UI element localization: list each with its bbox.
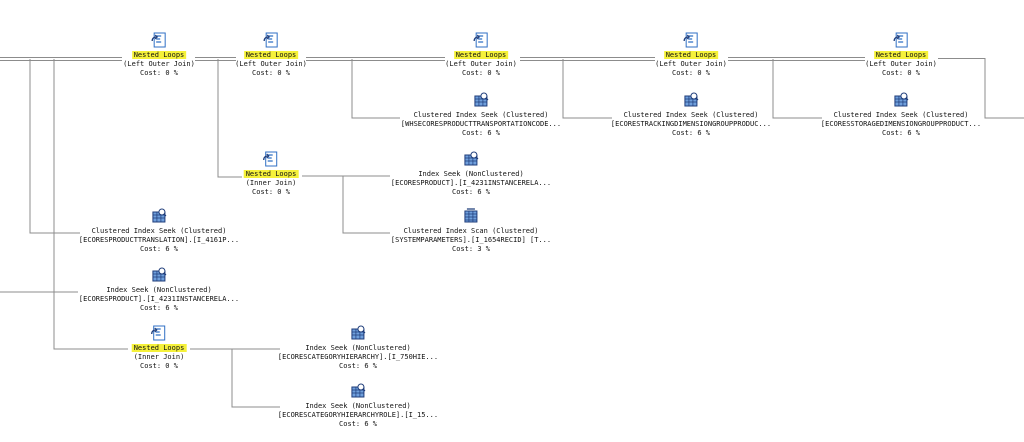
operator-detail: [ECORESCATEGORYHIERARCHYROLE].[I_15... bbox=[277, 411, 439, 420]
operator-cost: Cost: 0 % bbox=[252, 69, 290, 78]
nested-loops-node[interactable]: Nested Loops (Left Outer Join) Cost: 0 % bbox=[865, 32, 937, 79]
index-seek-icon bbox=[350, 383, 366, 402]
index-seek-node[interactable]: Index Seek (NonClustered) [ECORESPRODUCT… bbox=[79, 267, 239, 314]
operator-detail: (Inner Join) bbox=[133, 353, 185, 362]
operator-cost: Cost: 6 % bbox=[462, 129, 500, 138]
operator-name: Nested Loops bbox=[243, 51, 299, 59]
operator-name: Nested Loops bbox=[243, 170, 299, 178]
operator-detail: [ECORESPRODUCT].[I_4231INSTANCERELA... bbox=[78, 295, 240, 304]
operator-cost: Cost: 6 % bbox=[882, 129, 920, 138]
operator-name: Clustered Index Seek (Clustered) bbox=[413, 111, 549, 119]
operator-detail: (Left Outer Join) bbox=[655, 60, 727, 69]
operator-detail: (Left Outer Join) bbox=[865, 60, 937, 69]
index-seek-node[interactable]: Index Seek (NonClustered) [ECORESCATEGOR… bbox=[278, 325, 438, 372]
operator-detail: [ECORESTRACKINGDIMENSIONGROUPPRODUC... bbox=[610, 120, 772, 129]
operator-detail: (Inner Join) bbox=[245, 179, 297, 188]
nested-loops-node[interactable]: Nested Loops (Inner Join) Cost: 0 % bbox=[131, 325, 187, 372]
operator-name: Index Seek (NonClustered) bbox=[305, 344, 411, 352]
index-seek-node[interactable]: Index Seek (NonClustered) [ECORESCATEGOR… bbox=[278, 383, 438, 430]
operator-name: Clustered Index Seek (Clustered) bbox=[833, 111, 969, 119]
nested-loops-icon bbox=[151, 32, 167, 51]
operator-cost: Cost: 0 % bbox=[140, 362, 178, 371]
operator-name: Index Seek (NonClustered) bbox=[418, 170, 524, 178]
operator-cost: Cost: 6 % bbox=[140, 245, 178, 254]
operator-name: Clustered Index Seek (Clustered) bbox=[91, 227, 227, 235]
clustered-index-seek-icon bbox=[683, 92, 699, 111]
operator-cost: Cost: 3 % bbox=[452, 245, 490, 254]
operator-name: Nested Loops bbox=[873, 51, 929, 59]
operator-detail: [SYSTEMPARAMETERS].[I_1654RECID] [T... bbox=[390, 236, 552, 245]
operator-cost: Cost: 6 % bbox=[452, 188, 490, 197]
operator-cost: Cost: 6 % bbox=[140, 304, 178, 313]
clustered-index-seek-node[interactable]: Clustered Index Seek (Clustered) [ECORES… bbox=[79, 208, 239, 255]
nested-loops-node[interactable]: Nested Loops (Inner Join) Cost: 0 % bbox=[243, 151, 299, 198]
operator-name: Nested Loops bbox=[131, 51, 187, 59]
operator-detail: [ECORESCATEGORYHIERARCHY].[I_750HIE... bbox=[277, 353, 439, 362]
operator-detail: [WHSECORESPRODUCTTRANSPORTATIONCODE... bbox=[400, 120, 562, 129]
nested-loops-icon bbox=[151, 325, 167, 344]
clustered-index-seek-icon bbox=[473, 92, 489, 111]
operator-cost: Cost: 6 % bbox=[339, 420, 377, 429]
operator-name: Clustered Index Scan (Clustered) bbox=[403, 227, 539, 235]
index-seek-icon bbox=[151, 267, 167, 286]
operator-name: Clustered Index Seek (Clustered) bbox=[623, 111, 759, 119]
clustered-index-seek-icon bbox=[893, 92, 909, 111]
nested-loops-icon bbox=[893, 32, 909, 51]
nested-loops-icon bbox=[263, 151, 279, 170]
operator-detail: [ECORESPRODUCTTRANSLATION].[I_4161P... bbox=[78, 236, 240, 245]
operator-name: Nested Loops bbox=[663, 51, 719, 59]
index-seek-icon bbox=[350, 325, 366, 344]
operator-cost: Cost: 0 % bbox=[672, 69, 710, 78]
clustered-index-seek-icon bbox=[151, 208, 167, 227]
operator-name: Nested Loops bbox=[131, 344, 187, 352]
nested-loops-node[interactable]: Nested Loops (Left Outer Join) Cost: 0 % bbox=[235, 32, 307, 79]
operator-name: Index Seek (NonClustered) bbox=[106, 286, 212, 294]
operator-cost: Cost: 0 % bbox=[462, 69, 500, 78]
operator-detail: (Left Outer Join) bbox=[445, 60, 517, 69]
nested-loops-icon bbox=[263, 32, 279, 51]
operator-detail: [ECORESSTORAGEDIMENSIONGROUPPRODUCT... bbox=[820, 120, 982, 129]
operator-name: Index Seek (NonClustered) bbox=[305, 402, 411, 410]
operator-name: Nested Loops bbox=[453, 51, 509, 59]
clustered-index-seek-node[interactable]: Clustered Index Seek (Clustered) [ECORES… bbox=[821, 92, 981, 139]
operator-detail: (Left Outer Join) bbox=[123, 60, 195, 69]
operator-cost: Cost: 0 % bbox=[140, 69, 178, 78]
clustered-index-seek-node[interactable]: Clustered Index Seek (Clustered) [WHSECO… bbox=[401, 92, 561, 139]
clustered-index-seek-node[interactable]: Clustered Index Seek (Clustered) [ECORES… bbox=[611, 92, 771, 139]
clustered-index-scan-node[interactable]: Clustered Index Scan (Clustered) [SYSTEM… bbox=[391, 208, 551, 255]
nested-loops-node[interactable]: Nested Loops (Left Outer Join) Cost: 0 % bbox=[655, 32, 727, 79]
operator-cost: Cost: 0 % bbox=[252, 188, 290, 197]
index-seek-node[interactable]: Index Seek (NonClustered) [ECORESPRODUCT… bbox=[391, 151, 551, 198]
index-seek-icon bbox=[463, 151, 479, 170]
operator-cost: Cost: 6 % bbox=[339, 362, 377, 371]
operator-cost: Cost: 6 % bbox=[672, 129, 710, 138]
operator-detail: (Left Outer Join) bbox=[235, 60, 307, 69]
operator-detail: [ECORESPRODUCT].[I_4231INSTANCERELA... bbox=[390, 179, 552, 188]
nested-loops-icon bbox=[473, 32, 489, 51]
clustered-index-scan-icon bbox=[463, 208, 479, 227]
nested-loops-node[interactable]: Nested Loops (Left Outer Join) Cost: 0 % bbox=[445, 32, 517, 79]
operator-cost: Cost: 0 % bbox=[882, 69, 920, 78]
nested-loops-icon bbox=[683, 32, 699, 51]
nested-loops-node[interactable]: Nested Loops (Left Outer Join) Cost: 0 % bbox=[123, 32, 195, 79]
